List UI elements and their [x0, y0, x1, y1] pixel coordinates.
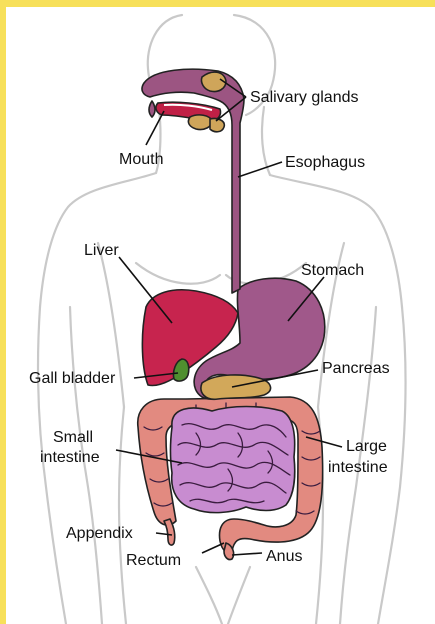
- label-esophagus: Esophagus: [285, 154, 365, 171]
- digestive-system-diagram: Salivary glands Mouth Esophagus Liver St…: [6, 7, 435, 624]
- label-stomach: Stomach: [301, 262, 364, 279]
- diagram-canvas: Salivary glands Mouth Esophagus Liver St…: [6, 7, 435, 624]
- small-intestine: [171, 407, 295, 513]
- label-small-intestine-line1: Small: [53, 429, 93, 446]
- label-rectum: Rectum: [126, 552, 181, 569]
- label-liver: Liver: [84, 242, 119, 259]
- label-large-intestine-line1: Large: [346, 438, 387, 455]
- label-anus: Anus: [266, 548, 302, 565]
- label-large-intestine-line2: intestine: [328, 459, 388, 476]
- label-appendix: Appendix: [66, 525, 133, 542]
- label-small-intestine-line2: intestine: [40, 449, 100, 466]
- pancreas: [201, 375, 271, 399]
- label-salivary-glands: Salivary glands: [250, 89, 359, 106]
- label-pancreas: Pancreas: [322, 360, 390, 377]
- label-gall-bladder: Gall bladder: [29, 370, 116, 387]
- label-mouth: Mouth: [119, 151, 163, 168]
